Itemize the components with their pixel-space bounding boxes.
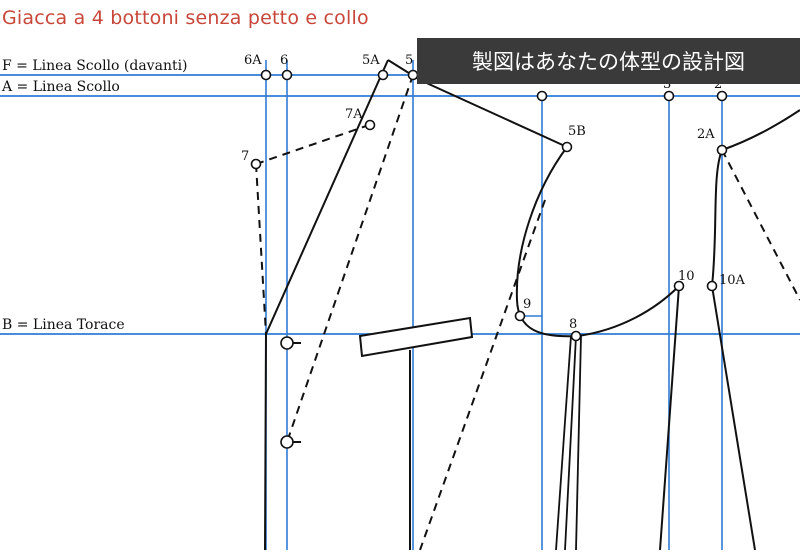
dash-diagonal [419,199,546,551]
label-5B: 5B [568,124,586,139]
caption-banner: 製図はあなたの体型の設計図 [417,38,800,84]
label-7A: 7A [345,107,363,122]
panel-line-1 [555,335,572,551]
back-armhole [710,109,800,551]
point-6 [281,69,293,81]
button-1 [280,336,294,350]
diagram-title: Giacca a 4 bottoni senza petto e collo [2,7,369,29]
dash-2A [721,149,800,301]
button-2 [280,435,294,449]
point-2 [716,90,728,102]
label-line-F: F = Linea Scollo (davanti) [2,58,188,74]
label-line-B: B = Linea Torace [2,317,125,333]
label-5: 5 [405,53,413,68]
label-8: 8 [569,317,577,332]
label-2: 2 [714,77,722,92]
dash-7-down [255,163,267,335]
point-10A [706,280,718,292]
point-3 [663,90,675,102]
label-3: 3 [663,77,671,92]
dash-7-7A [255,123,373,165]
point-5A [377,69,389,81]
point-4 [536,90,548,102]
label-2A: 2A [697,127,715,142]
label-line-A: A = Linea Scollo [1,79,120,95]
label-6: 6 [280,53,288,68]
point-5B [561,141,573,153]
point-7A [364,119,376,131]
label-6A: 6A [244,53,262,68]
pocket-welt [358,316,474,358]
label-9: 9 [523,297,531,312]
point-10 [673,280,685,292]
point-2A [716,144,728,156]
dash-5-down [286,74,414,443]
panel-line-3 [575,335,582,551]
armhole-curve [515,146,680,338]
label-10A: 10A [719,273,746,288]
point-9 [514,310,526,322]
point-7 [250,158,262,170]
front-edge [264,59,389,551]
point-6A [260,69,272,81]
label-7: 7 [241,149,249,164]
side-seam [659,285,680,551]
panel-line-2 [564,335,577,551]
label-5A: 5A [362,53,380,68]
label-10: 10 [678,269,695,284]
point-8 [570,330,582,342]
